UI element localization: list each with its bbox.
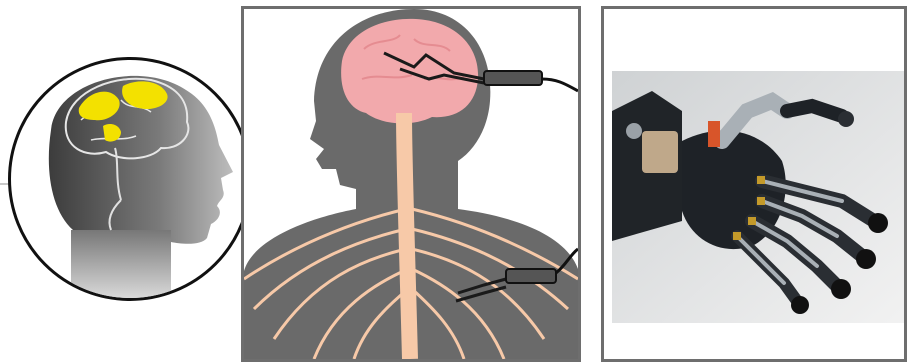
head-with-brain-icon xyxy=(11,60,249,298)
robotic-hand-panel xyxy=(601,6,907,362)
robotic-hand-photo xyxy=(612,71,907,323)
robotic-hand-icon xyxy=(612,71,907,323)
brain-head-illustration xyxy=(8,57,252,301)
nervous-system-panel xyxy=(241,6,581,362)
nervous-system-icon xyxy=(244,9,578,359)
